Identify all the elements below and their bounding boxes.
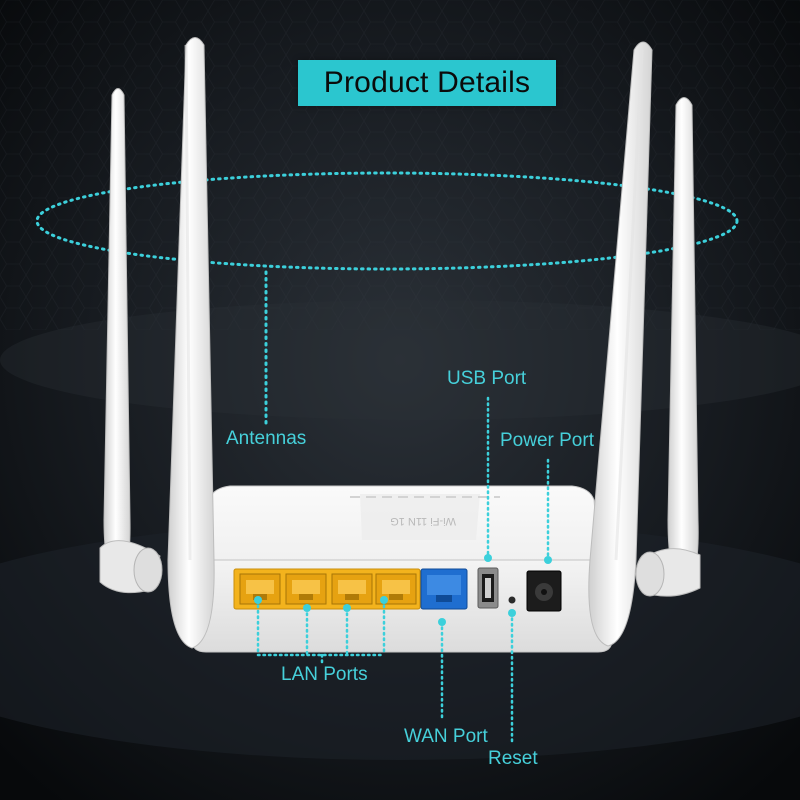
reset-hole bbox=[508, 596, 516, 604]
lan-port-3 bbox=[331, 573, 373, 605]
reset-callout bbox=[508, 609, 516, 746]
usb-port-label: USB Port bbox=[447, 368, 527, 389]
power-port-callout bbox=[544, 458, 552, 564]
lan-port-block bbox=[233, 568, 421, 610]
power-port bbox=[526, 570, 562, 612]
antenna-callout-ellipse bbox=[35, 171, 739, 271]
lan-ports-label: LAN Ports bbox=[281, 664, 368, 685]
usb-port-callout bbox=[484, 396, 492, 562]
usb-port bbox=[477, 567, 499, 609]
power-port-label: Power Port bbox=[500, 430, 594, 451]
background-hex-texture bbox=[0, 0, 800, 330]
antenna-far-right bbox=[635, 97, 701, 597]
antenna-far-left bbox=[99, 88, 163, 594]
antennas-label: Antennas bbox=[226, 428, 307, 449]
lan-ports-callout bbox=[256, 598, 386, 664]
router-model-text: Wi-Fi 11N 1G bbox=[390, 515, 456, 527]
antenna-front-left bbox=[167, 37, 215, 649]
wan-port bbox=[420, 568, 468, 610]
antenna-front-right bbox=[588, 41, 653, 647]
wan-port-label: WAN Port bbox=[404, 726, 488, 747]
lan-ports-callout-dots bbox=[254, 596, 388, 612]
lan-port-2 bbox=[285, 573, 327, 605]
page-title: Product Details bbox=[298, 60, 556, 106]
wan-port-callout bbox=[438, 618, 446, 722]
reset-label: Reset bbox=[488, 748, 538, 769]
